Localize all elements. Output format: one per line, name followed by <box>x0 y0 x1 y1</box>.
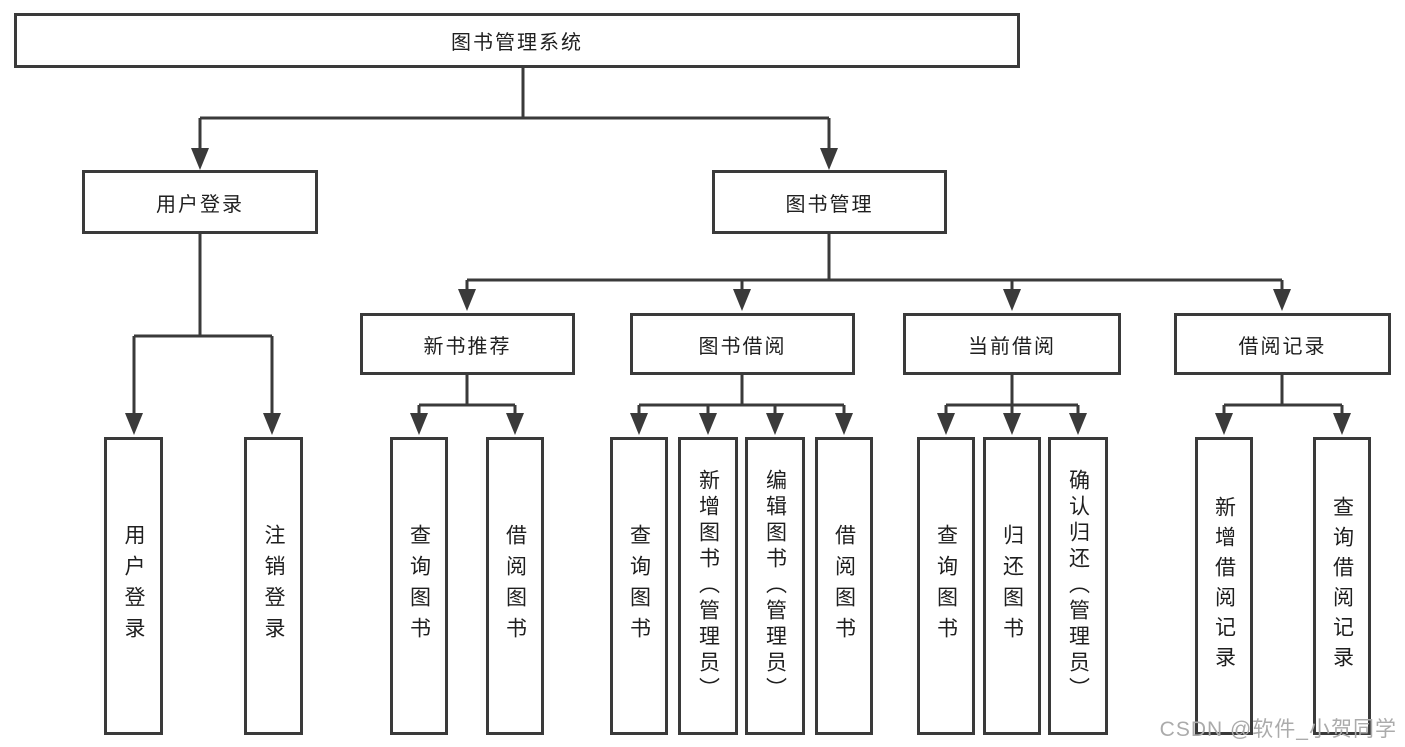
node-new-book-recommend: 新书推荐 <box>360 313 575 375</box>
leaf-return-books: 归还图书 <box>983 437 1041 735</box>
csdn-watermark: CSDN @软件_小贺同学 <box>1159 718 1397 741</box>
arrowhead-icon <box>410 413 428 435</box>
leaf-label: 查询图书 <box>934 524 958 648</box>
connector-new-book <box>417 375 517 416</box>
leaf-label: 借阅图书 <box>503 524 527 648</box>
leaf-borrow-books-recommend: 借阅图书 <box>486 437 544 735</box>
leaf-query-books-borrow: 查询图书 <box>610 437 668 735</box>
node-root-system: 图书管理系统 <box>14 13 1020 68</box>
leaf-add-books-admin: 新增图书（管理员） <box>678 437 738 735</box>
leaf-label: 新增借阅记录 <box>1212 496 1236 676</box>
arrowhead-icon <box>263 413 281 435</box>
arrowhead-icon <box>699 413 717 435</box>
arrowhead-icon <box>1003 289 1021 311</box>
connector-borrow-records <box>1222 375 1344 416</box>
arrowhead-icon <box>191 148 209 170</box>
arrowhead-icon <box>1003 413 1021 435</box>
arrowhead-icon <box>1273 289 1291 311</box>
leaf-label: 借阅图书 <box>832 524 856 648</box>
connector-root <box>198 68 831 150</box>
leaf-label: 查询借阅记录 <box>1330 496 1354 676</box>
arrowhead-icon <box>766 413 784 435</box>
leaf-label: 用户登录 <box>122 524 145 648</box>
leaf-borrow-books: 借阅图书 <box>815 437 873 735</box>
leaf-label: 归还图书 <box>1000 524 1024 648</box>
node-user-login: 用户登录 <box>82 170 318 234</box>
leaf-query-books-current: 查询图书 <box>917 437 975 735</box>
arrowhead-icon <box>506 413 524 435</box>
arrowhead-icon <box>937 413 955 435</box>
leaf-query-borrow-record: 查询借阅记录 <box>1313 437 1371 735</box>
arrowhead-icon <box>1333 413 1351 435</box>
node-current-borrow: 当前借阅 <box>903 313 1121 375</box>
arrowhead-icon <box>1069 413 1087 435</box>
leaf-edit-books-admin: 编辑图书（管理员） <box>745 437 805 735</box>
leaf-confirm-return-admin: 确认归还（管理员） <box>1048 437 1108 735</box>
leaf-label: 查询图书 <box>627 524 651 648</box>
leaf-label: 注销登录 <box>262 524 285 648</box>
arrowhead-icon <box>835 413 853 435</box>
node-borrow-records: 借阅记录 <box>1174 313 1391 375</box>
leaf-add-borrow-record: 新增借阅记录 <box>1195 437 1253 735</box>
node-book-borrow: 图书借阅 <box>630 313 855 375</box>
leaf-label: 编辑图书（管理员） <box>763 469 787 703</box>
connector-book-management <box>465 234 1284 292</box>
leaf-logout: 注销登录 <box>244 437 303 735</box>
arrowhead-icon <box>820 148 838 170</box>
node-book-management: 图书管理 <box>712 170 947 234</box>
leaf-label: 新增图书（管理员） <box>696 469 720 703</box>
arrowhead-icon <box>733 289 751 311</box>
arrowhead-icon <box>458 289 476 311</box>
leaf-label: 查询图书 <box>407 524 431 648</box>
arrowhead-icon <box>125 413 143 435</box>
connector-current-borrow <box>944 375 1080 416</box>
connector-book-borrow <box>637 375 846 416</box>
connector-user-login <box>132 234 274 416</box>
leaf-label: 确认归还（管理员） <box>1066 469 1090 703</box>
arrowhead-icon <box>1215 413 1233 435</box>
leaf-query-books-recommend: 查询图书 <box>390 437 448 735</box>
arrowhead-icon <box>630 413 648 435</box>
leaf-user-login: 用户登录 <box>104 437 163 735</box>
